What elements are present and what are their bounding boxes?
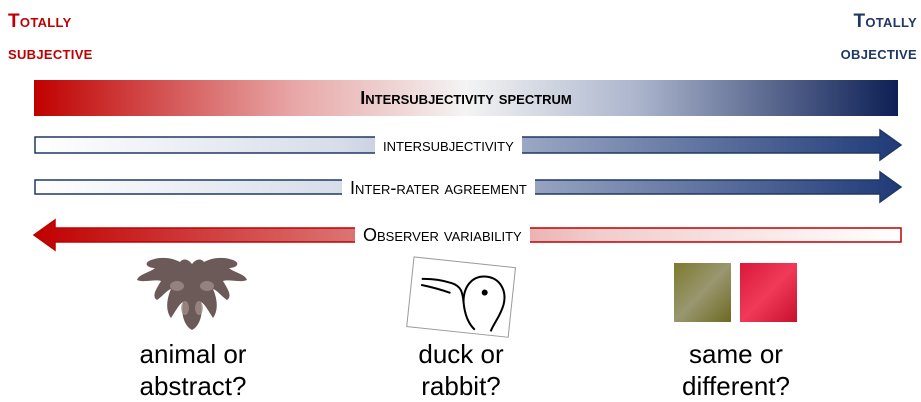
- spectrum-bar: Intersubjectivity spectrum: [34, 80, 898, 116]
- observer-variability-label: Observer variability: [355, 223, 530, 247]
- caption-duck-rabbit-line-2: rabbit?: [421, 371, 501, 401]
- caption-duck-rabbit-line-1: duck or: [418, 339, 504, 369]
- caption-swatches-line-2: different?: [682, 371, 790, 401]
- caption-duck-rabbit: duck or rabbit?: [351, 338, 571, 402]
- caption-swatches: same or different?: [626, 338, 846, 402]
- spectrum-title: Intersubjectivity spectrum: [360, 88, 572, 108]
- totally-subjective-label: Totally subjective: [8, 6, 93, 70]
- color-swatches-icon: [674, 263, 797, 322]
- intersubjectivity-label: intersubjectivity: [375, 133, 522, 157]
- caption-inkblot-line-1: animal or: [139, 339, 247, 369]
- inter-rater-agreement-label: Inter-rater agreement: [342, 176, 535, 200]
- caption-inkblot-line-2: abstract?: [139, 371, 247, 401]
- olive-swatch: [674, 263, 731, 322]
- duck-rabbit-icon: [406, 256, 517, 338]
- caption-swatches-line-1: same or: [689, 339, 783, 369]
- caption-inkblot: animal or abstract?: [83, 338, 303, 402]
- red-swatch: [740, 263, 797, 322]
- left-label-line-1: Totally: [8, 11, 72, 32]
- right-label-line-1: Totally: [853, 11, 917, 32]
- rorschach-inkblot-icon: [137, 257, 247, 330]
- right-label-line-2: objective: [840, 43, 917, 64]
- left-label-line-2: subjective: [8, 43, 93, 64]
- totally-objective-label: Totally objective: [841, 6, 917, 70]
